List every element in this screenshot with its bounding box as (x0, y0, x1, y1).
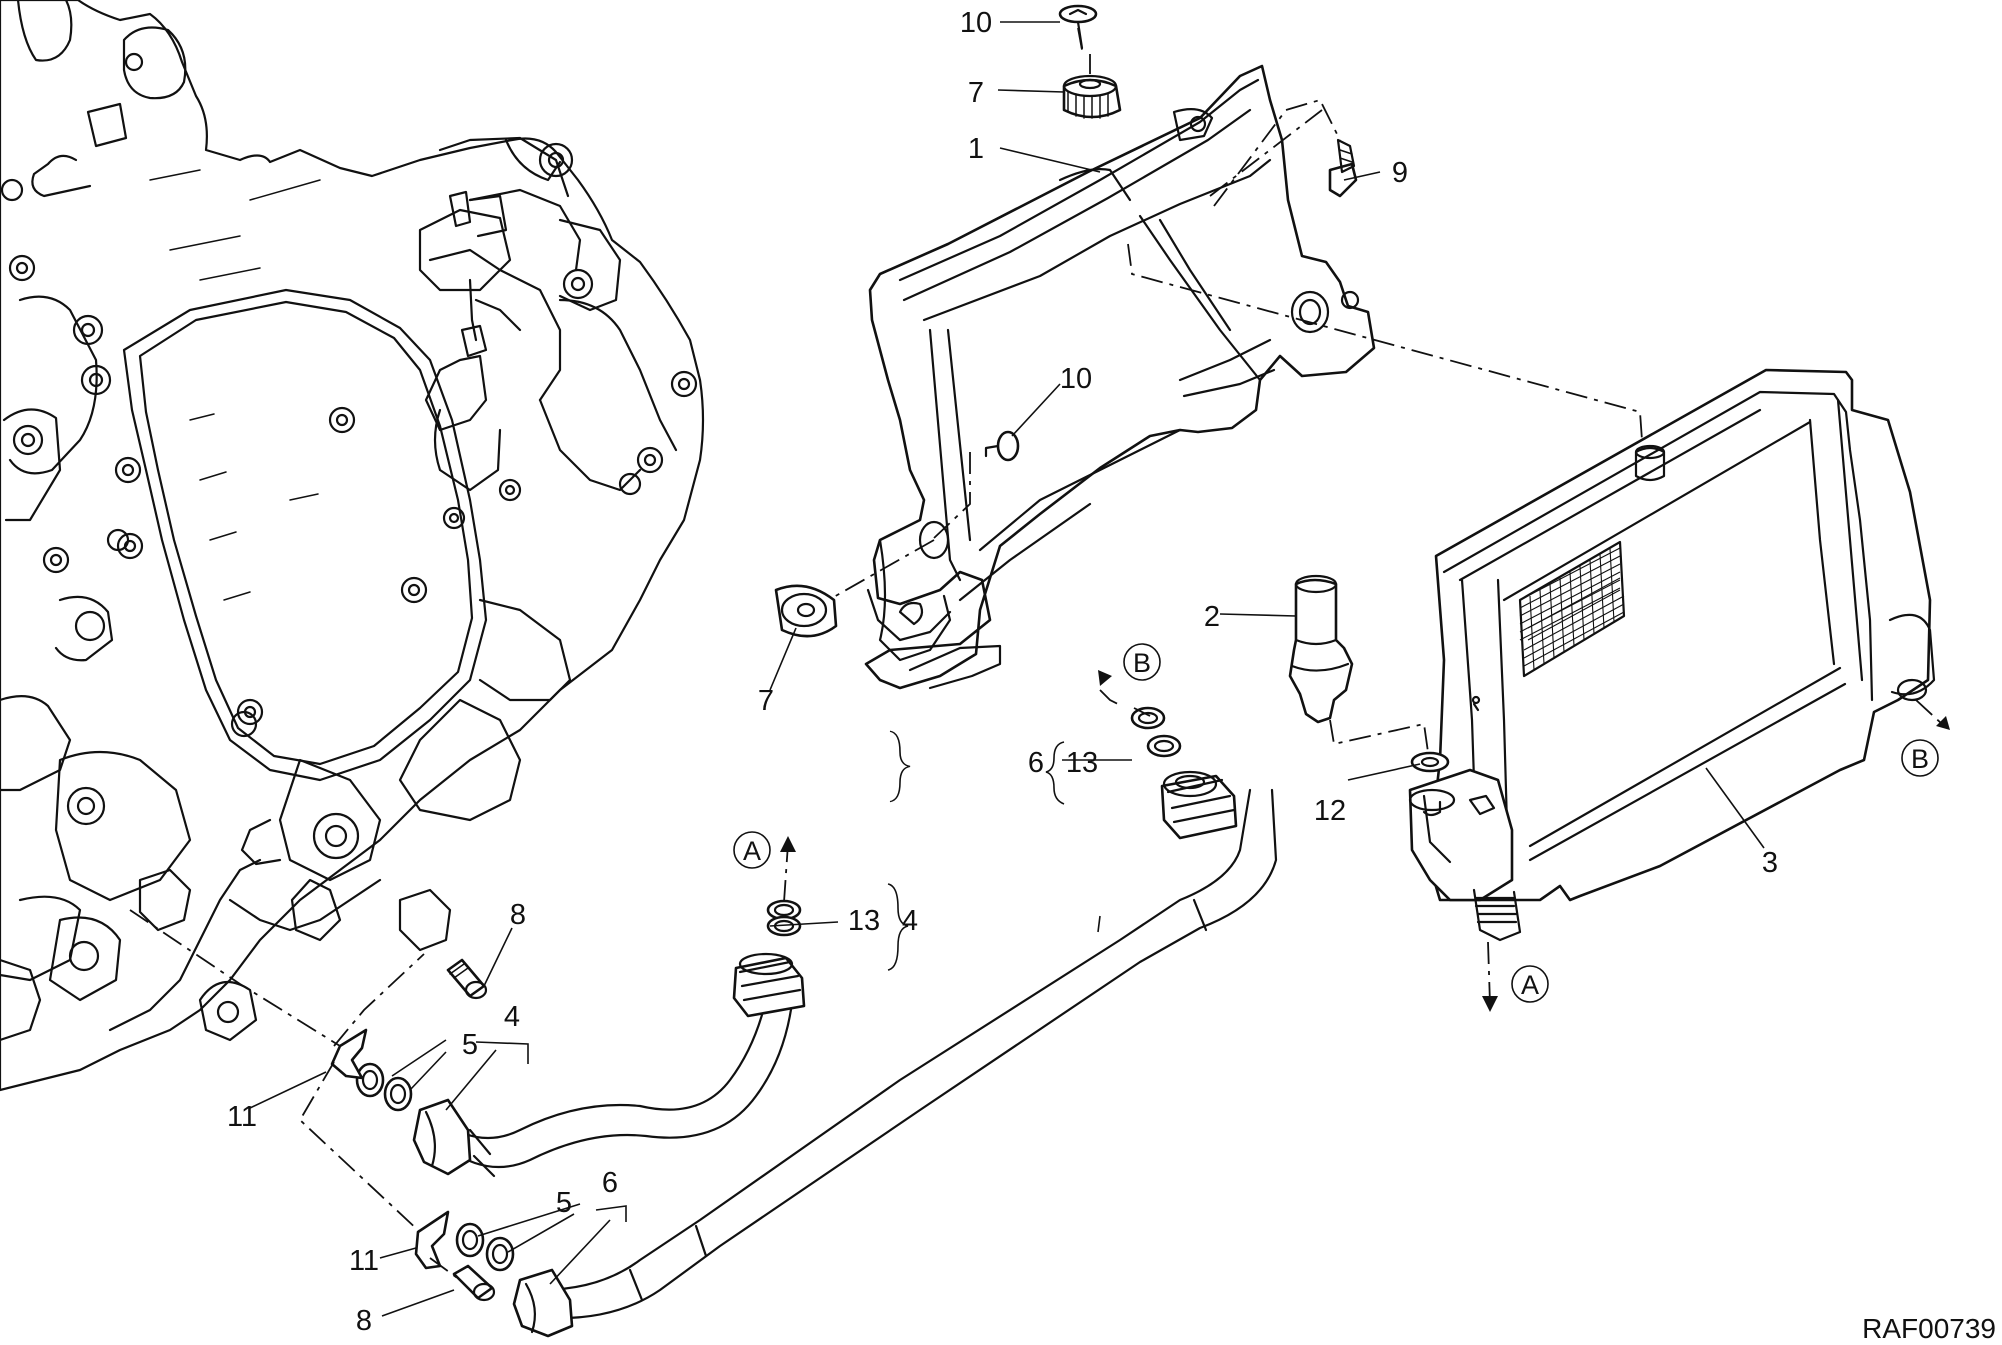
connection-marker-a-right: A (1511, 965, 1549, 1003)
oil-hose-upper (412, 952, 806, 1178)
assembly-center-lines (129, 27, 1943, 1281)
flow-direction-arrows (780, 670, 1950, 1012)
bolt-part-9 (1328, 138, 1358, 198)
callout-4-right: 4 (902, 905, 918, 937)
callout-3: 3 (1762, 847, 1778, 879)
callout-5-upper: 5 (462, 1029, 478, 1061)
oil-hose-lower (512, 770, 1278, 1338)
callout-6-left: 6 (602, 1167, 618, 1199)
engine-block-illustration (0, 0, 705, 1092)
callout-7-left: 7 (758, 685, 774, 717)
connection-marker-b-top: B (1123, 643, 1161, 681)
callout-5-lower: 5 (556, 1187, 572, 1219)
callout-13-right: 13 (1066, 747, 1098, 779)
callout-1: 1 (968, 133, 984, 165)
callout-10-top: 10 (960, 7, 992, 39)
screw-part-10-middle (984, 430, 1020, 462)
washer-part-12 (1410, 751, 1450, 773)
radiator-bracket-part-1 (864, 64, 1376, 690)
connection-marker-a-left: A (733, 831, 771, 869)
temperature-sensor-part-2 (1288, 574, 1354, 724)
svg-text:A: A (1521, 970, 1539, 1000)
drawing-code: RAF00739 (1862, 1313, 1996, 1344)
callout-11-upper: 11 (227, 1101, 257, 1133)
grommet-part-7-top (1062, 74, 1122, 119)
clip-part-11-upper (330, 1028, 368, 1080)
connection-marker-b-right: B (1901, 739, 1939, 777)
callout-2: 2 (1204, 601, 1220, 633)
callout-13-left: 13 (848, 905, 880, 937)
svg-text:B: B (1133, 648, 1151, 678)
callout-8-upper: 8 (510, 899, 526, 931)
o-rings-part-13-left (766, 899, 802, 937)
callout-12: 12 (1314, 795, 1346, 827)
callout-4-left: 4 (504, 1001, 520, 1033)
callout-9: 9 (1392, 157, 1408, 189)
callout-7-top: 7 (968, 77, 984, 109)
bolt-part-8-lower (452, 1264, 496, 1302)
grouping-braces (887, 730, 1065, 971)
clip-part-11-lower (414, 1210, 450, 1270)
callout-10-middle: 10 (1060, 363, 1092, 395)
screw-part-10-top (1058, 4, 1098, 50)
svg-text:B: B (1911, 744, 1929, 774)
grommet-part-7-left (774, 584, 838, 638)
callout-11-lower: 11 (349, 1245, 379, 1277)
o-rings-part-5-upper (355, 1062, 413, 1112)
callout-labels: 10 7 1 9 10 2 7 12 3 6 13 13 4 8 4 5 11 … (227, 7, 1778, 1337)
o-rings-part-13-right (1130, 706, 1182, 758)
callout-6-right: 6 (1028, 747, 1044, 779)
oil-cooler-part-3 (1408, 368, 1936, 942)
callout-leader-lines (249, 21, 1765, 1317)
callout-8-lower: 8 (356, 1305, 372, 1337)
svg-text:A: A (743, 836, 761, 866)
o-rings-part-5-lower (455, 1222, 515, 1272)
bolt-part-8-upper (446, 958, 488, 1000)
